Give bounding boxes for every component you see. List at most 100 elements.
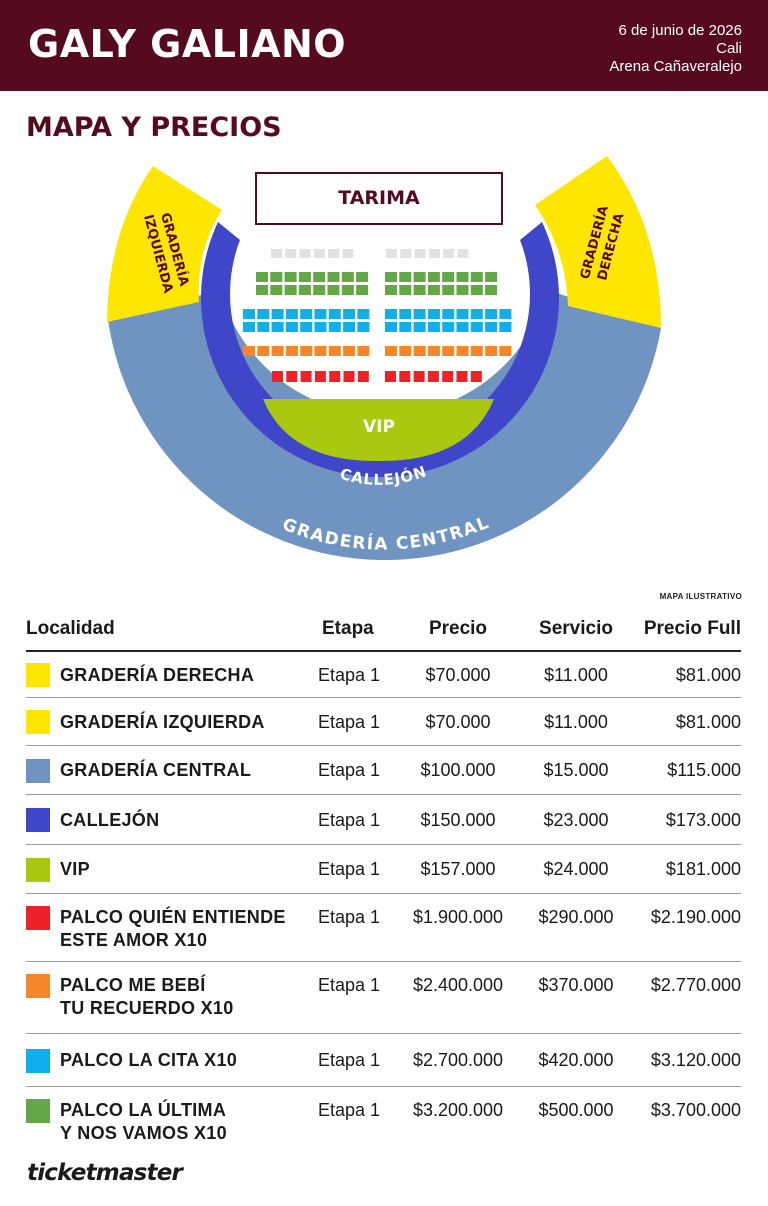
- palco-box[interactable]: [313, 249, 325, 258]
- palco-box[interactable]: [470, 346, 483, 356]
- palco-box[interactable]: [470, 322, 483, 332]
- palco-box[interactable]: [343, 322, 356, 332]
- palco-box[interactable]: [314, 309, 327, 319]
- palco-box[interactable]: [414, 249, 426, 258]
- palco-box[interactable]: [485, 272, 498, 282]
- palco-box[interactable]: [256, 285, 268, 295]
- palco-box[interactable]: [385, 346, 397, 356]
- palco-box[interactable]: [485, 309, 498, 319]
- section-vip[interactable]: [263, 399, 494, 462]
- palco-box[interactable]: [456, 371, 468, 382]
- palco-box[interactable]: [427, 346, 440, 356]
- palco-box[interactable]: [427, 272, 440, 282]
- palco-box[interactable]: [257, 346, 270, 356]
- palco-box[interactable]: [399, 272, 412, 282]
- palco-box[interactable]: [413, 272, 426, 282]
- palco-box[interactable]: [256, 272, 268, 282]
- palco-box[interactable]: [399, 285, 412, 295]
- palco-box[interactable]: [285, 249, 297, 258]
- palco-box[interactable]: [442, 322, 455, 332]
- palco-box[interactable]: [485, 285, 498, 295]
- palco-box[interactable]: [286, 371, 298, 382]
- palco-box[interactable]: [271, 249, 282, 258]
- palco-box[interactable]: [357, 322, 370, 332]
- section-callejon[interactable]: [201, 222, 559, 478]
- palco-box[interactable]: [442, 272, 455, 282]
- palco-box[interactable]: [385, 309, 397, 319]
- palco-box[interactable]: [399, 322, 412, 332]
- palco-box[interactable]: [357, 346, 370, 356]
- palco-box[interactable]: [300, 346, 313, 356]
- palco-box[interactable]: [271, 322, 284, 332]
- palco-box[interactable]: [499, 346, 512, 356]
- palco-box[interactable]: [313, 285, 326, 295]
- palco-box[interactable]: [341, 285, 354, 295]
- palco-box[interactable]: [413, 371, 425, 382]
- palco-box[interactable]: [343, 309, 356, 319]
- palco-box[interactable]: [385, 272, 397, 282]
- palco-box[interactable]: [457, 249, 469, 258]
- section-graderia-izquierda[interactable]: [107, 166, 222, 322]
- palco-box[interactable]: [270, 285, 283, 295]
- palco-box[interactable]: [442, 371, 454, 382]
- palco-box[interactable]: [427, 285, 440, 295]
- palco-box[interactable]: [499, 322, 512, 332]
- palco-box[interactable]: [300, 309, 313, 319]
- palco-box[interactable]: [300, 371, 312, 382]
- palco-box[interactable]: [499, 309, 512, 319]
- palco-box[interactable]: [385, 371, 396, 382]
- palco-box[interactable]: [400, 249, 412, 258]
- palco-box[interactable]: [427, 322, 440, 332]
- palco-box[interactable]: [298, 272, 311, 282]
- palco-box[interactable]: [470, 371, 482, 382]
- palco-box[interactable]: [470, 285, 483, 295]
- palco-box[interactable]: [399, 309, 412, 319]
- palco-box[interactable]: [257, 309, 270, 319]
- palco-box[interactable]: [298, 285, 311, 295]
- palco-box[interactable]: [485, 346, 498, 356]
- palco-box[interactable]: [272, 371, 283, 382]
- palco-box[interactable]: [357, 309, 370, 319]
- palco-box[interactable]: [399, 371, 411, 382]
- palco-box[interactable]: [257, 322, 270, 332]
- palco-box[interactable]: [470, 272, 483, 282]
- palco-box[interactable]: [427, 371, 439, 382]
- palco-box[interactable]: [456, 272, 469, 282]
- palco-box[interactable]: [328, 346, 341, 356]
- palco-box[interactable]: [328, 249, 340, 258]
- palco-box[interactable]: [386, 249, 397, 258]
- palco-box[interactable]: [328, 322, 341, 332]
- palco-box[interactable]: [456, 322, 469, 332]
- palco-box[interactable]: [385, 285, 397, 295]
- palco-box[interactable]: [413, 322, 426, 332]
- palco-box[interactable]: [342, 249, 354, 258]
- palco-box[interactable]: [456, 285, 469, 295]
- palco-box[interactable]: [428, 249, 440, 258]
- palco-box[interactable]: [243, 322, 255, 332]
- palco-box[interactable]: [485, 322, 498, 332]
- palco-box[interactable]: [328, 309, 341, 319]
- palco-box[interactable]: [314, 371, 326, 382]
- palco-box[interactable]: [285, 309, 298, 319]
- palco-box[interactable]: [343, 346, 356, 356]
- palco-box[interactable]: [442, 346, 455, 356]
- palco-box[interactable]: [271, 346, 284, 356]
- palco-box[interactable]: [284, 272, 297, 282]
- palco-box[interactable]: [243, 309, 255, 319]
- palco-box[interactable]: [299, 249, 311, 258]
- palco-box[interactable]: [413, 285, 426, 295]
- palco-box[interactable]: [399, 346, 412, 356]
- palco-box[interactable]: [300, 322, 313, 332]
- palco-box[interactable]: [343, 371, 355, 382]
- palco-box[interactable]: [271, 309, 284, 319]
- palco-box[interactable]: [456, 309, 469, 319]
- palco-box[interactable]: [329, 371, 341, 382]
- palco-box[interactable]: [314, 346, 327, 356]
- palco-box[interactable]: [285, 346, 298, 356]
- palco-box[interactable]: [413, 309, 426, 319]
- palco-box[interactable]: [356, 285, 369, 295]
- palco-box[interactable]: [470, 309, 483, 319]
- palco-box[interactable]: [285, 322, 298, 332]
- palco-box[interactable]: [356, 272, 369, 282]
- palco-box[interactable]: [456, 346, 469, 356]
